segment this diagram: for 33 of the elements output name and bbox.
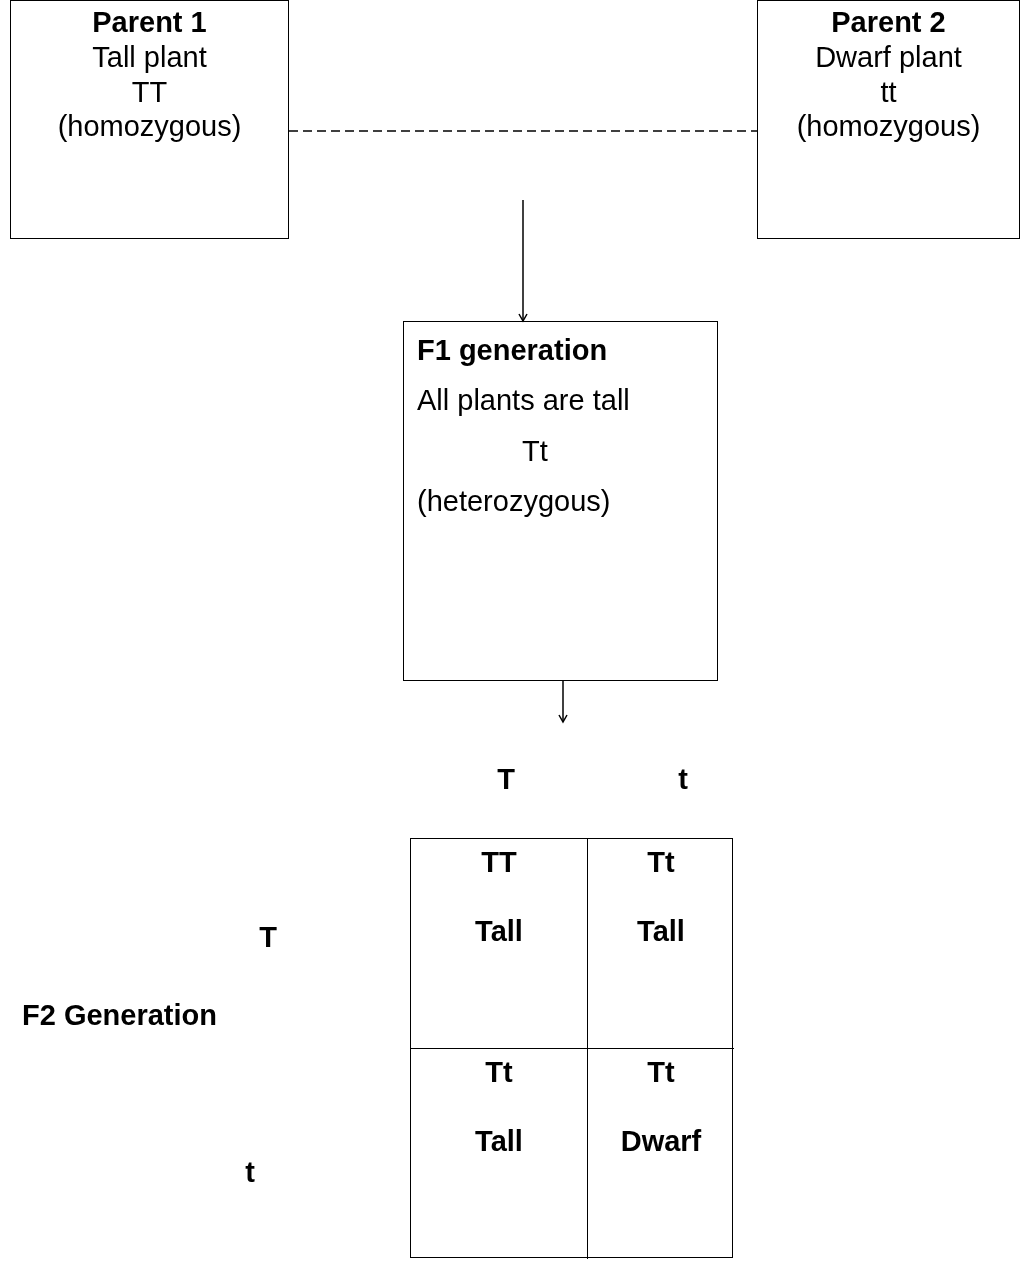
box-heading: Parent 2	[831, 5, 946, 40]
generation-box	[10, 0, 289, 239]
phenotype: Tall	[475, 913, 523, 949]
generation-label: F2 Generation	[22, 998, 218, 1033]
box-text: Dwarf plant	[815, 39, 962, 75]
phenotype: Tall	[475, 1123, 523, 1159]
box-text: All plants are tall	[417, 383, 631, 419]
connector-line	[288, 130, 758, 132]
phenotype: Dwarf	[620, 1123, 702, 1159]
genotype: Tt	[485, 1055, 513, 1090]
genotype: Tt	[647, 845, 675, 880]
box-heading: Parent 1	[92, 5, 207, 40]
allele-label: T	[258, 920, 278, 955]
box-text: TT	[131, 74, 168, 110]
generation-box	[403, 321, 718, 681]
allele-label: t	[244, 1155, 256, 1190]
generation-box	[757, 0, 1020, 239]
box-text: tt	[880, 74, 897, 110]
box-heading: F1 generation	[417, 333, 609, 368]
punnett-square	[410, 838, 733, 1258]
box-text: (heterozygous)	[417, 483, 612, 519]
genotype: Tt	[647, 1055, 675, 1090]
allele-label: t	[677, 762, 689, 797]
phenotype: Tall	[637, 913, 685, 949]
arrow	[558, 680, 568, 723]
box-text: (homozygous)	[57, 109, 242, 145]
allele-label: T	[496, 762, 516, 797]
box-text: (homozygous)	[796, 109, 981, 145]
box-text: Tt	[521, 433, 549, 469]
arrow	[518, 199, 528, 322]
punnett-cell	[587, 1048, 734, 1259]
genotype: TT	[481, 845, 517, 880]
box-text: Tall plant	[92, 39, 207, 75]
